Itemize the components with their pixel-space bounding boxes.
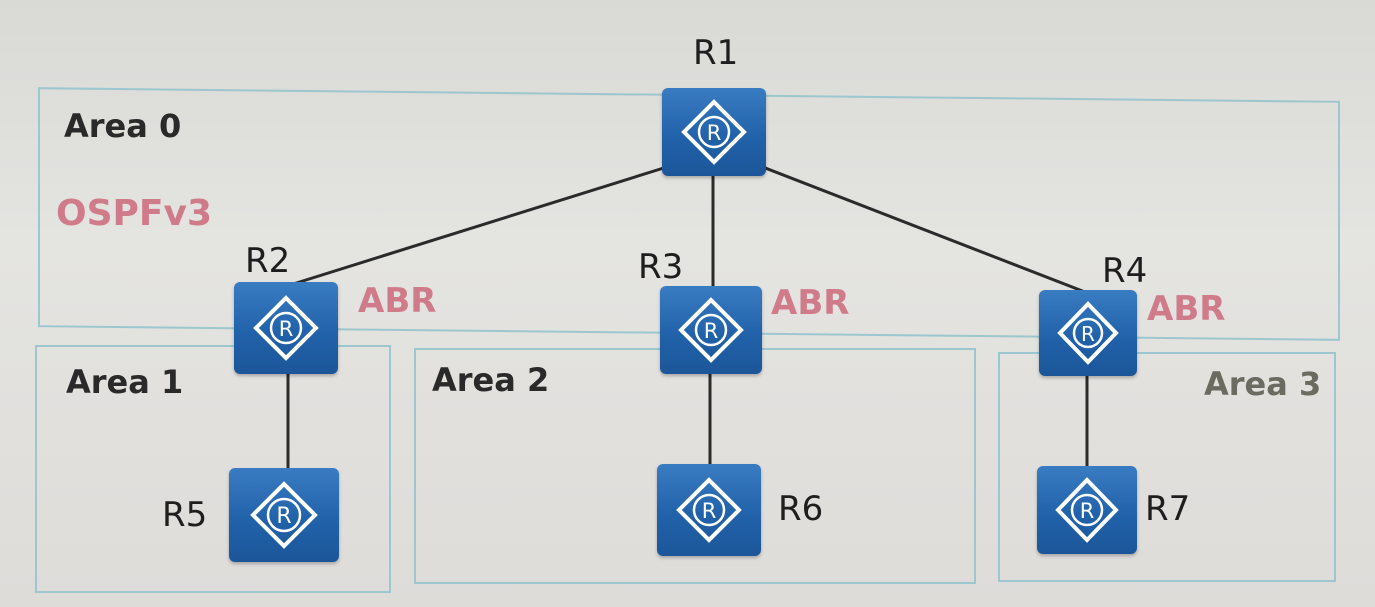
svg-text:R: R	[704, 319, 719, 343]
router-r3[interactable]: R	[660, 286, 762, 374]
router-r6-name: R6	[778, 489, 824, 529]
area-1-label: Area 1	[66, 363, 184, 401]
area-0-label: Area 0	[64, 107, 182, 145]
router-r5[interactable]: R	[229, 468, 339, 562]
router-r2-name: R2	[245, 241, 291, 281]
router-r3-role: ABR	[771, 283, 850, 323]
protocol-label: OSPFv3	[56, 193, 213, 234]
router-icon: R	[1055, 477, 1119, 543]
router-r7[interactable]: R	[1037, 466, 1137, 554]
router-r6[interactable]: R	[657, 464, 761, 556]
router-icon: R	[250, 481, 318, 549]
area-1-box	[35, 345, 391, 593]
svg-text:R: R	[276, 504, 291, 529]
svg-text:R: R	[279, 317, 294, 341]
link-r1-r4	[759, 164, 1086, 294]
router-icon: R	[678, 297, 744, 363]
area-3-label: Area 3	[1204, 365, 1322, 403]
router-icon: R	[681, 99, 747, 165]
router-r4-name: R4	[1102, 251, 1148, 291]
router-r1-name: R1	[693, 33, 739, 73]
router-icon: R	[1057, 301, 1119, 365]
area-3-box	[998, 352, 1336, 582]
svg-text:R: R	[1080, 499, 1095, 523]
svg-text:R: R	[707, 121, 722, 145]
router-r1[interactable]: R	[662, 88, 766, 176]
link-r1-r2	[289, 164, 671, 287]
router-r7-name: R7	[1145, 489, 1191, 529]
router-r4-role: ABR	[1147, 289, 1226, 329]
router-icon: R	[676, 477, 742, 543]
router-r2-role: ABR	[358, 281, 437, 321]
svg-text:R: R	[702, 499, 717, 523]
router-r3-name: R3	[638, 247, 684, 287]
router-icon: R	[253, 295, 319, 361]
router-r4[interactable]: R	[1039, 290, 1137, 376]
router-r5-name: R5	[162, 495, 208, 535]
svg-text:R: R	[1081, 322, 1095, 346]
router-r2[interactable]: R	[234, 282, 338, 374]
area-2-label: Area 2	[432, 361, 550, 399]
